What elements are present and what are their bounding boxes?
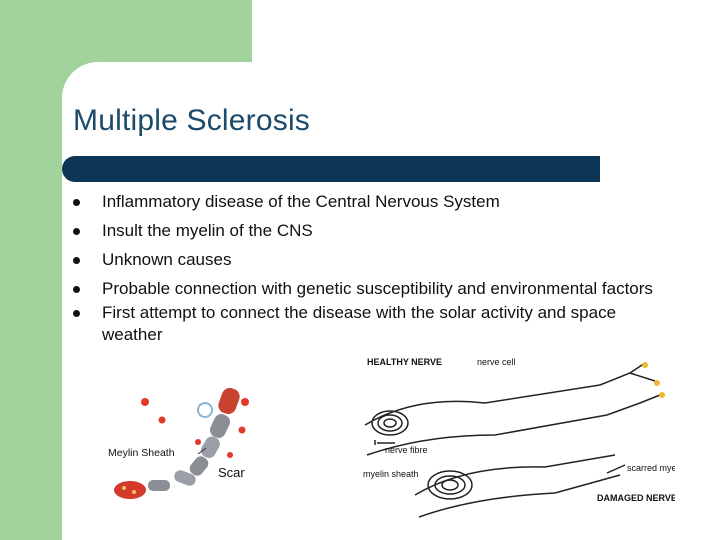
- bullet-dot-icon: [73, 199, 80, 206]
- bullet-text: Inflammatory disease of the Central Nerv…: [102, 192, 500, 211]
- bullet-dot-icon: [73, 310, 80, 317]
- label-myelin-sheath: Meylin Sheath: [108, 447, 175, 459]
- bullet-text: Probable connection with genetic suscept…: [102, 279, 653, 298]
- label-damaged-nerve: DAMAGED NERVE: [597, 493, 675, 503]
- label-healthy-nerve: HEALTHY NERVE: [367, 357, 442, 367]
- demyelination-illustration: Meylin Sheath Scar: [108, 387, 249, 499]
- bullet-item: Inflammatory disease of the Central Nerv…: [70, 191, 670, 213]
- label-nerve-fibre: nerve fibre: [385, 445, 428, 455]
- bullet-item: Probable connection with genetic suscept…: [70, 278, 670, 300]
- bullet-item: Insult the myelin of the CNS: [70, 220, 670, 242]
- bullet-text: First attempt to connect the disease wit…: [102, 303, 617, 344]
- bullet-item: First attempt to connect the disease wit…: [70, 302, 670, 346]
- bullet-list: Inflammatory disease of the Central Nerv…: [70, 191, 670, 353]
- bullet-dot-icon: [73, 257, 80, 264]
- bullet-dot-icon: [73, 286, 80, 293]
- slide-panel: [62, 62, 720, 540]
- bullet-text: Unknown causes: [102, 250, 232, 269]
- label-myelin-sheath-right: myelin sheath: [363, 469, 419, 479]
- bullet-text: Insult the myelin of the CNS: [102, 221, 313, 240]
- title-underline-bar: [62, 156, 600, 182]
- label-nerve-cell: nerve cell: [477, 357, 516, 367]
- slide-title: Multiple Sclerosis: [73, 104, 311, 137]
- bullet-dot-icon: [73, 228, 80, 235]
- label-scar: Scar: [218, 465, 245, 480]
- bullet-item: Unknown causes: [70, 249, 670, 271]
- label-scarred-myelin: scarred myelin: [627, 463, 675, 473]
- nerve-comparison-illustration: HEALTHY NERVE nerve cell nerve fibre mye…: [363, 357, 675, 518]
